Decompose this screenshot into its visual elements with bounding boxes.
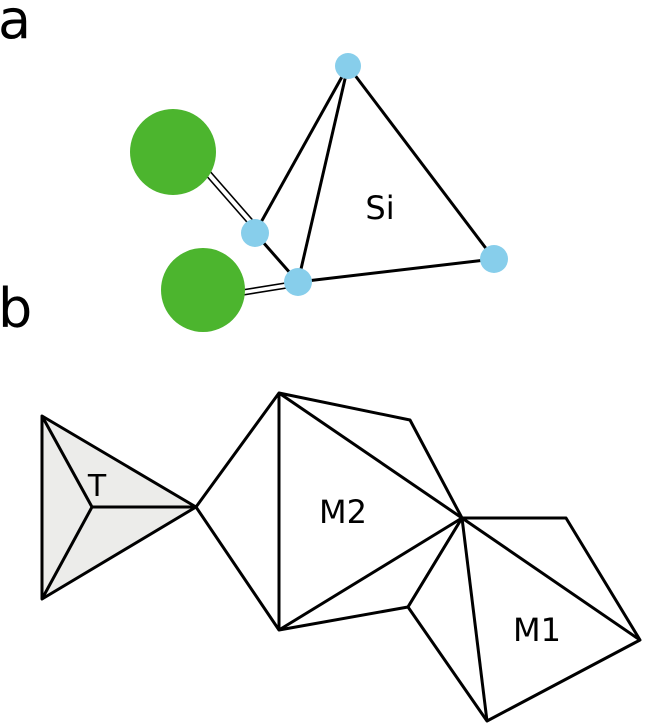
- m2-label: M2: [319, 493, 367, 531]
- oxygen-atom-top: [335, 53, 361, 79]
- oxygen-atom-left: [241, 219, 269, 247]
- cation-bond-upper: [203, 168, 258, 230]
- oxygen-atom-right: [480, 245, 508, 273]
- tetrahedron-edges: [253, 65, 496, 284]
- m1-octahedron: [406, 516, 642, 723]
- t-tetrahedron: [40, 414, 198, 601]
- panel-b-polyhedra: T M2 M1: [40, 391, 642, 723]
- panel-a-letter: a: [0, 0, 31, 51]
- cation-atom-lower: [161, 248, 245, 332]
- oxygen-atom-bottom: [284, 268, 312, 296]
- panel-a-tetrahedron: Si: [130, 53, 508, 332]
- si-label: Si: [365, 189, 394, 227]
- panel-b-letter: b: [0, 277, 32, 340]
- cation-atom-upper: [130, 109, 216, 195]
- t-label: T: [87, 469, 107, 504]
- m1-label: M1: [513, 611, 561, 649]
